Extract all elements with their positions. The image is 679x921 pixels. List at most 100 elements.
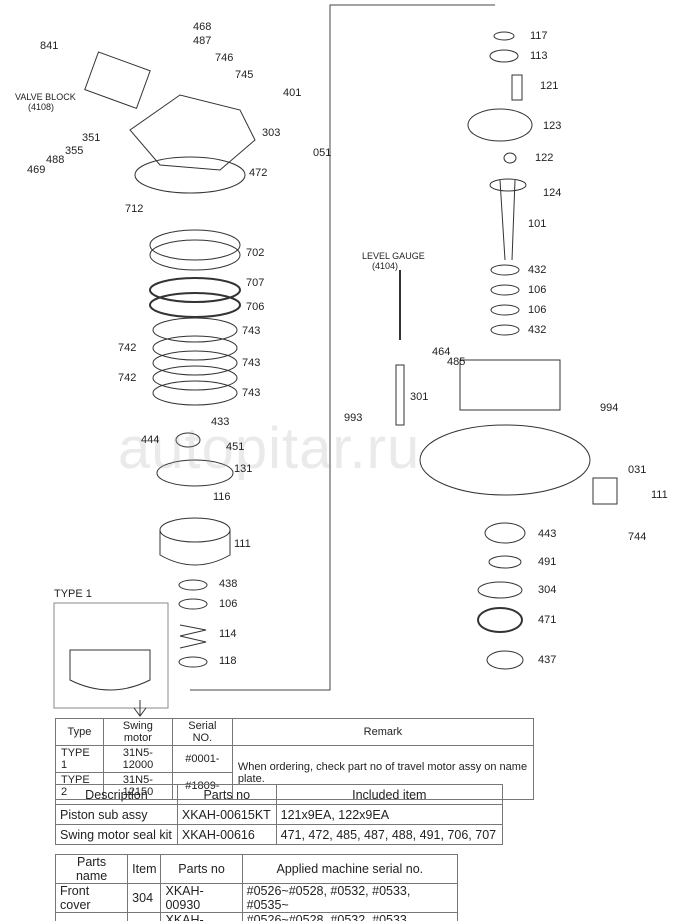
callout: LEVEL GAUGE — [362, 251, 425, 261]
watermark: autopitar.ru — [118, 416, 421, 481]
callout: 742 — [118, 372, 137, 384]
callout: VALVE BLOCK — [15, 92, 76, 102]
callout: 111 — [234, 538, 251, 550]
callout: 437 — [538, 654, 557, 666]
header: Applied machine serial no. — [241, 854, 459, 884]
callout: (4108) — [28, 102, 55, 112]
callout: 304 — [538, 584, 557, 596]
callout: 355 — [65, 145, 84, 157]
callout: 113 — [530, 50, 548, 62]
callout: 746 — [215, 52, 234, 64]
ring-106 — [178, 598, 208, 610]
header: Parts no — [176, 784, 277, 805]
callout: 117 — [530, 30, 548, 42]
cell: 304 — [127, 883, 162, 913]
o-ring-707 — [149, 277, 241, 303]
callout: 744 — [628, 531, 647, 543]
type1-motor — [69, 649, 151, 691]
callout: 472 — [249, 167, 268, 179]
arrow-down — [133, 700, 147, 717]
brake-piston-702 — [149, 229, 241, 261]
header: Swing motor — [102, 718, 173, 746]
flange-301 — [419, 424, 591, 496]
cell: #0001- — [171, 745, 233, 773]
callout: 106 — [528, 304, 547, 316]
header: Type — [55, 718, 104, 746]
callout: 106 — [219, 598, 238, 610]
o-ring-471 — [477, 607, 523, 633]
plate-742 — [152, 335, 238, 361]
bearing-444 — [175, 432, 201, 448]
callout: 993 — [344, 412, 363, 424]
snap-ring-438 — [178, 579, 208, 591]
callout: 114 — [219, 628, 237, 640]
spring-114 — [179, 624, 207, 649]
callout: 122 — [535, 152, 554, 164]
callout: 841 — [40, 40, 59, 52]
rear-cover-part — [129, 94, 256, 171]
cell: XKAH-00615KT — [176, 804, 277, 825]
ring-118 — [178, 656, 208, 668]
callout: 131 — [234, 463, 253, 475]
header: Serial NO. — [171, 718, 233, 746]
callout: 111 — [651, 489, 668, 501]
callout: 471 — [538, 614, 557, 626]
callout: 712 — [125, 203, 144, 215]
cell: 471, 472, 485, 487, 488, 491, 706, 707 — [275, 824, 504, 845]
callout: 101 — [528, 218, 547, 230]
shaft-124 — [499, 179, 516, 261]
valve-block-part — [84, 51, 151, 110]
callout: 702 — [246, 247, 265, 259]
callout: 432 — [528, 324, 547, 336]
cell: 491 — [127, 912, 162, 921]
callout: 469 — [27, 164, 46, 176]
header: Remark — [231, 718, 535, 746]
cell: XKAH-00616 — [176, 824, 277, 845]
callout: 123 — [543, 120, 562, 132]
header: Parts name — [54, 854, 129, 884]
callout: 742 — [118, 342, 137, 354]
header: Item — [127, 854, 162, 884]
callout: 707 — [246, 277, 265, 289]
cell: TYPE 1 — [55, 745, 104, 773]
plate-743 — [152, 317, 238, 343]
callout: 743 — [242, 387, 261, 399]
cell: #0526~#0528, #0532, #0533, #0535~ — [241, 883, 459, 913]
callout: 706 — [246, 301, 265, 313]
retainer-123 — [467, 108, 533, 142]
callout: 994 — [600, 402, 619, 414]
callout: 118 — [219, 655, 237, 667]
bearing-443 — [484, 522, 526, 544]
callout: 451 — [226, 441, 245, 453]
cell: Piston sub assy — [55, 804, 178, 825]
callout: (4104) — [372, 261, 399, 271]
header: Parts no — [160, 854, 243, 884]
callout: 743 — [242, 357, 261, 369]
callout: 351 — [82, 132, 101, 144]
valve-plate-131 — [156, 459, 234, 487]
part-117 — [493, 31, 515, 41]
callout: 468 — [193, 21, 212, 33]
callout: 464 — [432, 346, 451, 358]
cell: Oil seal — [54, 912, 129, 921]
header: Description — [55, 784, 178, 805]
cylinder-block-111 — [159, 530, 231, 566]
callout: 438 — [219, 578, 238, 590]
callout: 303 — [262, 127, 281, 139]
housing-301 — [459, 359, 561, 411]
cell: 121x9EA, 122x9EA — [275, 804, 504, 825]
callout: 432 — [528, 264, 547, 276]
callout: 444 — [141, 434, 160, 446]
callout: 401 — [283, 87, 302, 99]
cell: XKAH-00930 — [160, 883, 243, 913]
callout: 433 — [211, 416, 230, 428]
callout: 051 — [313, 147, 332, 159]
callout: 488 — [46, 154, 65, 166]
callout: 116 — [213, 491, 231, 503]
cell: 31N5-12000 — [102, 745, 173, 773]
cell: XKAH-00929 — [160, 912, 243, 921]
callout: 487 — [193, 35, 212, 47]
